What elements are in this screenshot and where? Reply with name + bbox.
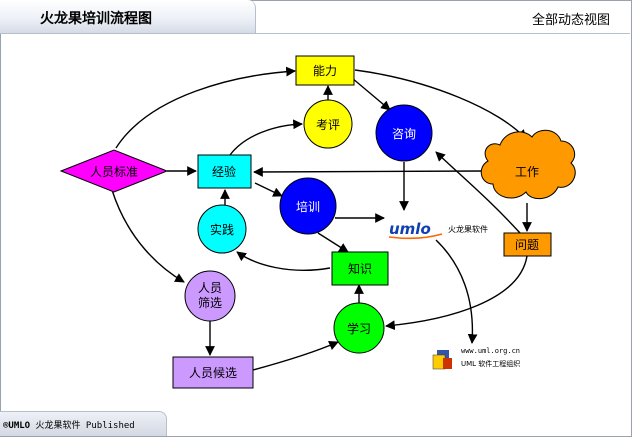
arrow-knowledge-to-practice [236,251,331,271]
node-work-cloud [480,129,576,200]
arrow-training-to-knowledge [317,232,349,253]
node-standard-diamond [59,149,169,193]
uml-site-badge: www.uml.org.cn UML 软件工程组织 [432,347,520,370]
node-candidates-label: 人员候选 [189,366,237,380]
node-ability-label: 能力 [313,64,337,78]
node-standard-label: 人员标准 [90,165,138,179]
node-consult-circle [375,104,433,162]
node-question-box [503,232,552,257]
arrow-standard-to-screening [111,189,185,283]
site-badge-icon-front [443,358,452,369]
arrow-experience-to-training [254,182,283,197]
node-knowledge-label: 知识 [348,262,372,276]
arrow-standard-to-ability [115,66,296,149]
page-title: 火龙果培训流程图 [40,11,152,27]
node-screening-label-line2: 筛选 [198,295,222,310]
arrow-question-to-study [385,255,528,331]
umlo-logo: umlo 火龙果软件 [388,220,488,240]
node-experience-box [197,154,252,189]
node-assess-label: 考评 [316,118,340,132]
node-experience-label: 经验 [212,164,236,179]
node-ability-box [295,55,355,86]
site-url: www.uml.org.cn [461,347,520,355]
umlo-logo-mark: umlo [389,220,431,238]
arrow-ability-to-work [354,69,527,140]
node-screening-label-line1: 人员 [198,281,222,295]
footer-tab: ®UMLO 火龙果软件 Published [0,411,167,436]
arrow-logo-to-site [435,239,478,344]
umlo-logo-swoosh [388,233,443,240]
umlo-logo-caption: 火龙果软件 [448,224,488,234]
footer-credit: ®UMLO 火龙果软件 Published [3,418,135,431]
arrow-work-to-experience [253,167,485,177]
arrow-question-to-consult [435,151,521,234]
header: 火龙果培训流程图 全部动态视图 [0,0,630,35]
arrow-ability-to-consult [351,77,391,111]
header-divider [255,33,630,34]
node-knowledge-box [331,251,389,286]
arrow-candidates-to-study [252,341,339,371]
arrow-experience-to-assess [229,119,303,156]
node-practice-circle [197,204,247,254]
node-study-circle [333,302,385,354]
node-consult-label: 咨询 [392,126,416,141]
view-label: 全部动态视图 [531,13,610,28]
node-candidates-box [172,356,254,389]
footer-published: 火龙果软件 Published [35,421,135,431]
node-screening-circle [184,270,236,322]
node-training-label: 培训 [296,199,320,214]
title-tab: 火龙果培训流程图 [0,0,256,34]
node-question-label: 问题 [515,238,539,252]
node-training-circle [279,177,337,235]
node-work-label: 工作 [515,165,539,179]
node-assess-circle [303,99,353,149]
node-study-label: 学习 [347,321,371,336]
site-name: UML 软件工程组织 [461,359,520,368]
footer-mark: ®UMLO [3,421,31,431]
node-practice-label: 实践 [210,222,234,237]
